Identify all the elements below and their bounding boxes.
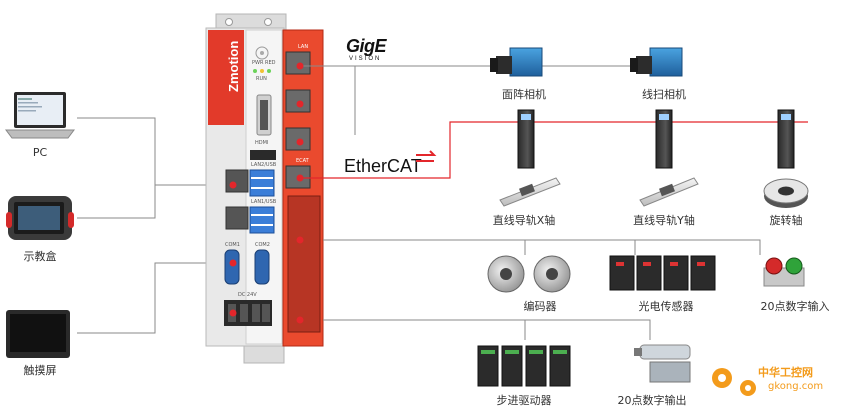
label-rotary: 旋转轴 bbox=[769, 214, 803, 227]
controller-ecat-label: ECAT bbox=[296, 158, 309, 164]
controller-run-label: RUN bbox=[256, 76, 267, 82]
label-pc: PC bbox=[32, 146, 48, 159]
pc-icon bbox=[5, 92, 75, 139]
photo-sensor-icon bbox=[609, 255, 716, 291]
watermark-site-cn: 中华工控网 bbox=[758, 366, 813, 379]
controller-power-label: DC 24V bbox=[238, 292, 257, 298]
right-wires bbox=[300, 65, 761, 340]
gige-logo: GigE bbox=[346, 36, 387, 57]
controller-com2: COM2 bbox=[255, 242, 270, 248]
label-touchscreen: 触摸屏 bbox=[23, 364, 57, 377]
line-camera-icon bbox=[630, 47, 683, 77]
label-linear-x: 直线导轨X轴 bbox=[492, 214, 556, 227]
controller-lan-label: LAN bbox=[298, 44, 309, 50]
servo-drive-r-icon bbox=[777, 109, 795, 169]
push-button-icon bbox=[763, 257, 805, 287]
rotary-stage-icon bbox=[763, 178, 809, 208]
linear-rail-y-icon bbox=[639, 177, 699, 207]
left-wires bbox=[77, 117, 228, 334]
ethercat-arrows-icon bbox=[416, 150, 437, 162]
teach-pendant-icon bbox=[6, 196, 74, 240]
controller-hdmi-label: HDMI bbox=[255, 140, 269, 146]
controller-pwr-label: PWR RED bbox=[252, 60, 276, 66]
pneumatic-valve-icon bbox=[634, 344, 691, 383]
stepper-driver-icon bbox=[477, 345, 571, 387]
label-stepper: 步进驱动器 bbox=[496, 394, 552, 407]
encoder-icon bbox=[487, 255, 571, 293]
gige-logo-text: GigE bbox=[346, 36, 387, 56]
label-photo-sensor: 光电传感器 bbox=[638, 300, 694, 313]
label-digital-in: 20点数字输入 bbox=[760, 300, 830, 313]
label-linear-y: 直线导轨Y轴 bbox=[633, 214, 695, 227]
touchscreen-icon bbox=[6, 310, 70, 358]
controller-brand: Zmotion bbox=[226, 40, 241, 92]
controller-lan-usb-bottom: LAN1/USB bbox=[251, 199, 277, 205]
watermark-gear-icon bbox=[712, 368, 756, 396]
gige-vision-text: VISION bbox=[349, 56, 382, 62]
label-teach-pendant: 示教盒 bbox=[23, 250, 57, 263]
servo-drive-y-icon bbox=[655, 109, 673, 169]
label-encoder: 编码器 bbox=[523, 300, 557, 313]
watermark-site-url: gkong.com bbox=[768, 381, 824, 392]
servo-drive-x-icon bbox=[517, 109, 535, 169]
label-line-camera: 线扫相机 bbox=[642, 88, 686, 101]
controller-lan-usb-top: LAN2/USB bbox=[251, 162, 277, 168]
controller bbox=[205, 13, 324, 364]
ethercat-logo: EtherCAT bbox=[344, 156, 422, 176]
ethercat-wires bbox=[300, 121, 808, 179]
area-camera-icon bbox=[490, 47, 543, 77]
controller-com1: COM1 bbox=[225, 242, 240, 248]
linear-rail-x-icon bbox=[499, 177, 561, 207]
label-area-camera: 面阵相机 bbox=[502, 88, 546, 101]
label-digital-out: 20点数字输出 bbox=[617, 394, 687, 407]
